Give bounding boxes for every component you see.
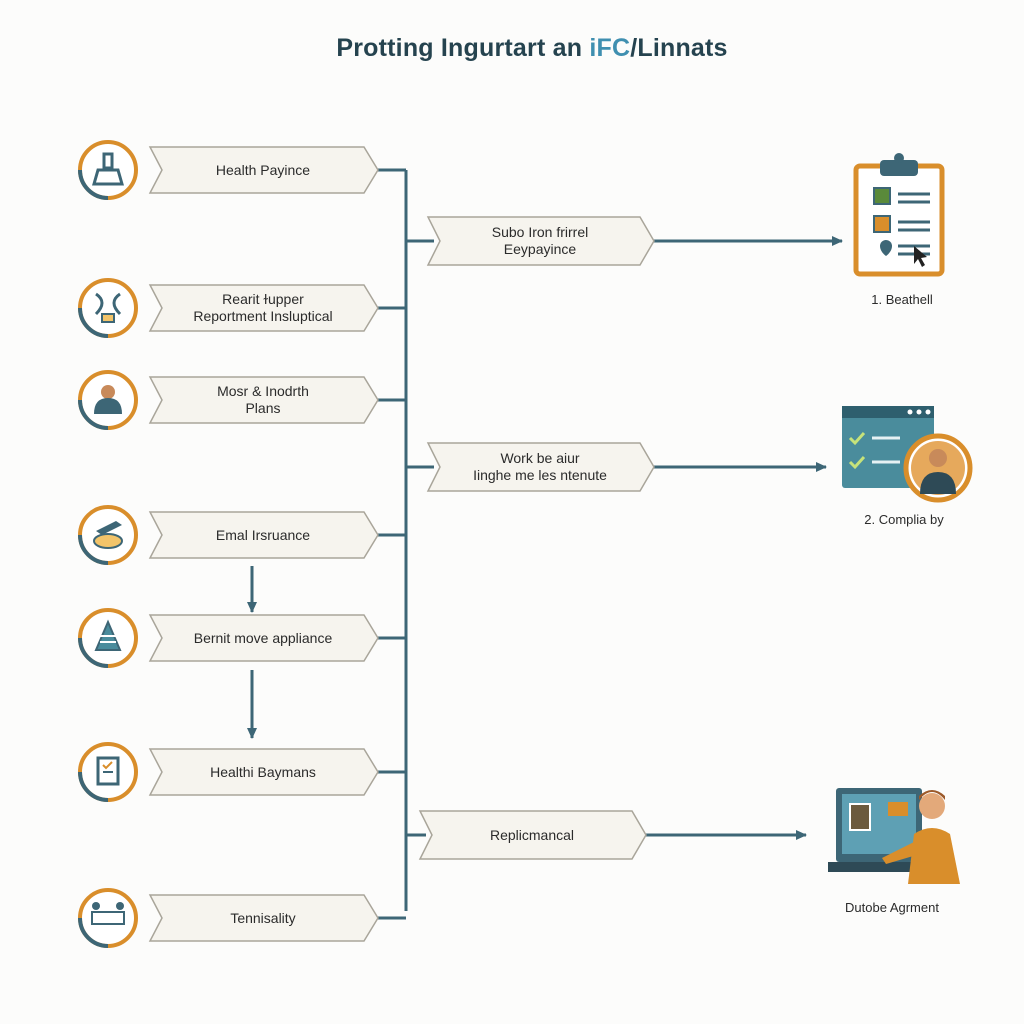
outcome-icons bbox=[828, 153, 973, 884]
middle-item-label: Replicmancal bbox=[489, 826, 575, 843]
screen-tile bbox=[888, 802, 908, 816]
check-square bbox=[873, 187, 891, 205]
hand-coin-icon bbox=[78, 505, 138, 565]
clipboard-icon bbox=[78, 742, 138, 802]
icon-ring-accent bbox=[78, 637, 109, 668]
left-item-label: Health Payince bbox=[215, 161, 311, 178]
screen-photo bbox=[849, 803, 871, 831]
icon-ring-accent bbox=[78, 399, 109, 430]
window-dot bbox=[907, 409, 913, 415]
left-item-label: Tennisality bbox=[230, 909, 296, 926]
person-head bbox=[101, 385, 115, 399]
left-item-label: Bernit move appliance bbox=[193, 629, 333, 646]
middle-chevron-box bbox=[426, 442, 655, 492]
clipboard-clip-ring bbox=[894, 153, 904, 163]
left-icons bbox=[78, 140, 138, 948]
person-at-computer-icon bbox=[828, 788, 960, 884]
bulb-base bbox=[101, 313, 115, 323]
pen-base bbox=[92, 168, 124, 186]
laptop-base bbox=[828, 862, 928, 872]
left-chevron-box bbox=[148, 511, 379, 559]
left-item-label: Emal Irsruance bbox=[215, 526, 311, 543]
lighthouse-icon bbox=[78, 608, 138, 668]
title-accent: iFC bbox=[589, 34, 631, 62]
check-square bbox=[873, 215, 891, 233]
coin-stack bbox=[93, 533, 123, 549]
left-chevron-box bbox=[148, 284, 379, 332]
left-chevron-box bbox=[148, 146, 379, 194]
icon-ring-accent bbox=[78, 307, 109, 338]
avatar-body bbox=[920, 472, 956, 494]
left-chevron-box bbox=[148, 614, 379, 662]
clipboard-clip bbox=[880, 160, 918, 176]
window-dot bbox=[925, 409, 931, 415]
icon-ring-accent bbox=[78, 771, 109, 802]
icon-ring-accent bbox=[78, 917, 109, 948]
person-hair bbox=[919, 790, 945, 800]
left-chevron-box bbox=[148, 376, 379, 424]
avatar-head bbox=[929, 449, 947, 467]
window-dot bbox=[916, 409, 922, 415]
attendee-head bbox=[116, 902, 124, 910]
location-pin-icon bbox=[880, 240, 892, 256]
person-arm bbox=[882, 842, 920, 864]
person-head bbox=[919, 793, 945, 819]
icon-ring-accent bbox=[78, 534, 109, 565]
outcome-caption: 2. Complia by bbox=[864, 512, 944, 527]
left-boxes bbox=[148, 146, 379, 942]
hand-shape bbox=[96, 521, 122, 535]
bulb-shape bbox=[94, 292, 122, 316]
pen-shape bbox=[102, 152, 114, 170]
clipboard-board bbox=[853, 163, 945, 277]
cursor-icon bbox=[914, 246, 927, 267]
clipboard-check bbox=[102, 761, 113, 770]
title-text-part-end: /Linnats bbox=[630, 34, 728, 62]
middle-chevron-box bbox=[418, 810, 647, 860]
page-title: Protting Ingurtart an iFC/Linnats bbox=[0, 34, 1024, 63]
outcome-caption: Dutobe Agrment bbox=[845, 900, 939, 915]
pen-icon bbox=[78, 140, 138, 200]
table-shape bbox=[91, 911, 125, 925]
people-meeting-icon bbox=[78, 888, 138, 948]
check-icon bbox=[848, 431, 866, 446]
lightbulb-icon bbox=[78, 278, 138, 338]
attendee-head bbox=[92, 902, 100, 910]
browser-titlebar bbox=[842, 406, 934, 418]
left-chevron-box bbox=[148, 748, 379, 796]
person-icon bbox=[78, 370, 138, 430]
left-item-label: Healthi Baymans bbox=[210, 763, 316, 780]
outcome-caption: 1. Beathell bbox=[871, 292, 933, 307]
browser-checklist-person-icon bbox=[842, 406, 973, 503]
icon-ring-accent bbox=[78, 169, 109, 200]
person-body bbox=[94, 398, 122, 414]
checklist-clipboard-icon bbox=[853, 153, 945, 277]
middle-chevron-box bbox=[426, 216, 655, 266]
title-text-part: Protting Ingurtart an bbox=[336, 34, 590, 62]
middle-boxes bbox=[418, 216, 655, 860]
person-body bbox=[908, 828, 960, 884]
connector-lines bbox=[247, 168, 843, 920]
left-chevron-box bbox=[148, 894, 379, 942]
check-icon bbox=[848, 455, 866, 470]
